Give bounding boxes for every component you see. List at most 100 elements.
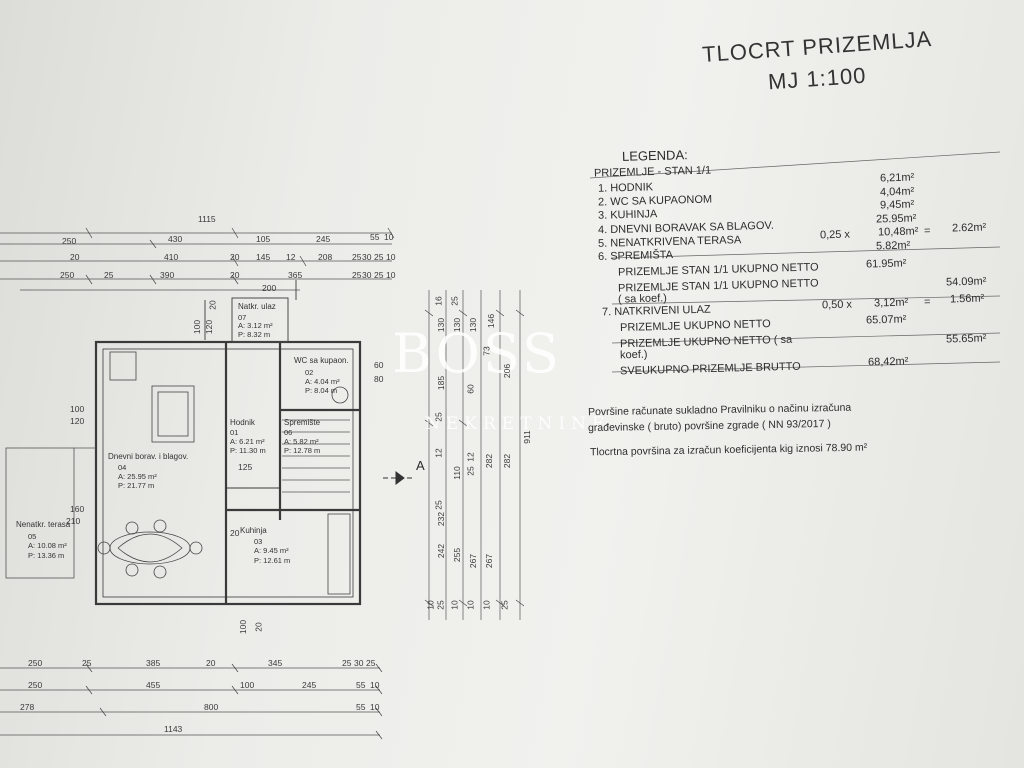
- dim-label: 278: [20, 702, 35, 712]
- dim-label: 130: [436, 317, 447, 333]
- room-perimeter: P: 12.78 m: [284, 446, 321, 455]
- dim-label: 10: [449, 600, 460, 610]
- dim-label: 282: [484, 453, 495, 469]
- section-marker: A: [416, 458, 425, 473]
- dim-label: 245: [316, 234, 331, 244]
- dim-label: 100: [240, 680, 255, 690]
- room-name: Natkr. ulaz: [238, 302, 276, 311]
- room-perimeter: P: 8.32 m: [238, 330, 271, 339]
- dim-label: 25: [449, 296, 460, 306]
- dim-label: 16: [433, 296, 444, 306]
- room-perimeter: P: 11.30 m: [230, 446, 266, 455]
- dim-label: 25: [82, 658, 92, 668]
- dim-label: 10: [386, 252, 396, 262]
- room-name: Nenatkr. terasa: [16, 520, 71, 529]
- dim-label: 20: [230, 270, 240, 280]
- dim-label: 105: [256, 234, 271, 244]
- watermark-brand: BOSS: [392, 322, 562, 385]
- room-perimeter: P: 8.04 m: [305, 386, 338, 395]
- room-area: A: 6.21 m²: [230, 437, 265, 446]
- dim-label: 10: [425, 600, 436, 610]
- dim-label: 185: [436, 375, 447, 391]
- dim-label: 12: [433, 448, 444, 458]
- dim-total-bottom: 1143: [164, 724, 183, 734]
- legend-room-label: 6. SPREMIŠTA: [597, 249, 674, 263]
- legend-room-label: 1. HODNIK: [597, 181, 654, 195]
- terrace-factor: 0,25 x: [819, 228, 851, 242]
- dim-label: 73: [481, 346, 492, 356]
- terrace-eq: =: [923, 224, 931, 238]
- dim-label: 130: [468, 317, 479, 333]
- terrace-result: 2.62m²: [951, 221, 987, 235]
- room-perimeter: P: 12.61 m: [254, 556, 291, 565]
- dim-label: 110: [451, 466, 462, 480]
- dim-label: 55: [370, 232, 380, 242]
- room-perimeter: P: 13.36 m: [28, 551, 65, 560]
- room-area: A: 9.45 m²: [254, 546, 289, 555]
- dim-label: 80: [374, 374, 384, 384]
- dim-label: 20: [207, 300, 218, 310]
- dim-label: 60: [465, 384, 476, 394]
- room-name: Hodnik: [230, 418, 255, 427]
- dim-label: 385: [146, 658, 161, 668]
- watermark-subtitle: NEKRETNINE: [425, 414, 611, 434]
- dim-label: 245: [302, 680, 317, 690]
- room-number: 04: [118, 463, 127, 472]
- room-area: A: 4.04 m²: [305, 377, 340, 386]
- dim-label: 30: [362, 252, 372, 262]
- legend-heading: LEGENDA:: [621, 147, 688, 164]
- gross-value: 68,42m²: [867, 355, 909, 369]
- dim-label: 365: [288, 270, 303, 280]
- ground-net-coef-sub: koef.): [619, 348, 648, 362]
- dim-label: 210: [66, 516, 81, 526]
- dim-label: 200: [262, 283, 277, 293]
- dim-label: 30: [362, 270, 372, 280]
- room-perimeter: P: 21.77 m: [118, 481, 155, 490]
- dim-label: 455: [146, 680, 161, 690]
- dim-label: 25: [374, 252, 384, 262]
- dim-label: 25: [342, 658, 352, 668]
- dim-label: 20: [206, 658, 216, 668]
- dim-label: 10: [386, 270, 396, 280]
- room-area: A: 10.08 m²: [28, 541, 67, 550]
- dim-label: 100: [238, 619, 249, 635]
- ground-net-coef-value: 55.65m²: [945, 332, 987, 346]
- room-name: Kuhinja: [240, 526, 267, 535]
- room-name: Dnevni borav. i blagov.: [108, 452, 189, 461]
- net-coef-sub: ( sa koef.): [617, 292, 668, 306]
- dim-label: 390: [160, 270, 175, 280]
- dim-label: 25: [352, 252, 362, 262]
- dim-label: 25: [352, 270, 362, 280]
- legend-room-area: 9,45m²: [879, 198, 915, 212]
- dim-label: 20: [70, 252, 80, 262]
- dim-label: 267: [468, 553, 479, 569]
- ground-net-value: 65.07m²: [865, 313, 907, 327]
- dim-label: 10: [384, 232, 394, 242]
- dim-label: 250: [28, 658, 43, 668]
- dim-label: 255: [452, 547, 463, 563]
- dim-label: 911: [521, 430, 532, 444]
- covered-entry-result: 1.56m²: [949, 292, 985, 306]
- room-name: WC sa kupaon.: [294, 356, 349, 365]
- dim-label: 125: [238, 462, 253, 472]
- dim-label: 25: [433, 500, 444, 510]
- dim-label: 100: [70, 404, 85, 414]
- dim-label: 100: [192, 319, 203, 335]
- covered-entry-area: 3,12m²: [873, 296, 909, 310]
- dim-label: 25: [374, 270, 384, 280]
- dim-label: 20: [253, 622, 264, 632]
- legend-room-label: 3. KUHINJA: [597, 208, 658, 222]
- room-area: A: 5.82 m²: [284, 437, 319, 446]
- dim-label: 12: [286, 252, 296, 262]
- dim-label: 20: [230, 252, 240, 262]
- dim-label: 25: [465, 466, 476, 476]
- legend-room-area: 4,04m²: [879, 185, 915, 199]
- covered-entry-factor: 0,50 x: [821, 298, 853, 312]
- dim-label: 250: [60, 270, 75, 280]
- dim-label: 206: [502, 363, 513, 379]
- dim-label: 10: [370, 680, 380, 690]
- dim-label: 25: [499, 600, 510, 610]
- dim-label: 145: [256, 252, 271, 262]
